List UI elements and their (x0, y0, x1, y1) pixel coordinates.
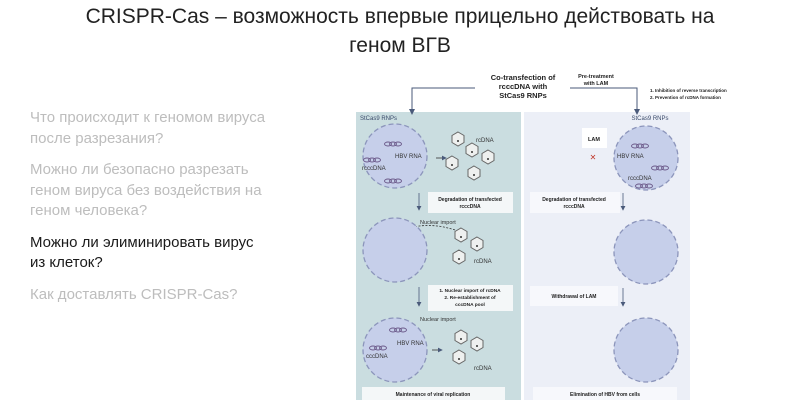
step2-text: 2. Re-establishment of (444, 295, 496, 301)
question-2-line: геном человека? (30, 202, 148, 219)
right-outcome-box (533, 387, 677, 400)
nucleus-right-1 (613, 125, 679, 191)
question-4-line: Как доставлять CRISPR-Cas? (30, 285, 238, 303)
right-step1-box (530, 192, 620, 213)
step1-text: Degradation of transfected (438, 197, 502, 203)
hbv-rna-label: HBV RNA (397, 341, 424, 347)
rcdna-label: rcDNA (474, 366, 492, 372)
arrow-to-left (409, 87, 475, 115)
left-outcome-text: Maintenance of viral replication (396, 392, 471, 398)
label-line: Pre-treatment (578, 74, 614, 80)
rcccdna-label: rcccDNA (362, 166, 386, 172)
step1-box (428, 192, 513, 213)
question-2: Можно ли безопасно разрезать геном вирус… (30, 160, 330, 222)
lam-box (582, 128, 607, 148)
right-step2-text: Withdrawal of LAM (552, 294, 597, 300)
left-outcome-box (362, 387, 505, 400)
pretreatment-label: Pre-treatment with LAM (578, 74, 614, 87)
right-step1-text: Degradation of transfected (542, 197, 606, 203)
question-1-line: Что происходит к геномом вируса (30, 109, 266, 126)
nuclear-import-label: Nuclear import (420, 220, 456, 226)
nucleus-2 (362, 217, 428, 283)
question-1: Что происходит к геномом вируса после ра… (30, 108, 330, 149)
nucleus-right-3 (613, 317, 679, 383)
rcdna-label: rcDNA (474, 259, 492, 265)
label-line: Co-transfection of (491, 73, 556, 82)
question-3-line: из клеток? (30, 254, 103, 271)
step1-text: rcccDNA (459, 204, 481, 210)
question-1-line: после разрезания? (30, 129, 164, 147)
inhibition-cross-icon: ✕ (590, 153, 597, 162)
slide-title: CRISPR-Cas – возможность впервые прицель… (0, 2, 800, 60)
nucleus-right-2 (613, 219, 679, 285)
step2-text: 1. Nuclear import of rcDNA (439, 288, 501, 294)
nucleus-1 (362, 123, 428, 189)
title-line-1: CRISPR-Cas – возможность впервые прицель… (85, 5, 715, 28)
question-2-line: Можно ли безопасно разрезать (30, 161, 249, 178)
nucleus-3 (362, 317, 428, 383)
nuclear-import-label: Nuclear import (420, 317, 456, 323)
rcccdna-label: rcccDNA (628, 176, 652, 182)
question-3-line: Можно ли элиминировать вирус (30, 233, 254, 251)
stcas9-label: StCas9 RNPs (631, 116, 668, 122)
question-3-active: Можно ли элиминировать вирус из клеток? (30, 233, 330, 274)
label-line: rcccDNA with (499, 82, 548, 91)
arrow-to-right (570, 87, 640, 115)
right-nucleus-1-group: HBV RNA rcccDNA (613, 125, 679, 191)
hbv-rna-label: HBV RNA (617, 154, 644, 160)
right-outcome-text: Elimination of HBV from cells (570, 392, 640, 398)
right-step2-box (530, 286, 618, 306)
label-line: 1. Inhibition of reverse transcription (650, 88, 727, 93)
left-nucleus-1-group: HBV RNA rcccDNA (362, 123, 428, 189)
cccdna-label: cccDNA (366, 354, 388, 360)
question-list: Что происходит к геномом вируса после ра… (30, 108, 330, 316)
stcas9-label: StCas9 RNPs (360, 116, 397, 122)
title-line-2: геном ВГВ (349, 34, 451, 57)
rcdna-label: rcDNA (476, 138, 494, 144)
lam-label: LAM (588, 137, 600, 143)
cotransfection-label: Co-transfection of rcccDNA with StCas9 R… (491, 73, 556, 100)
question-4: Как доставлять CRISPR-Cas? (30, 285, 330, 306)
question-2-line: геном вируса без воздействия на (30, 181, 262, 199)
step2-box (428, 285, 513, 311)
lam-effects-label: 1. Inhibition of reverse transcription 2… (650, 88, 727, 100)
label-line: 2. Prevention of rcDNA formation (650, 95, 721, 100)
step2-text: cccDNA pool (455, 302, 485, 308)
right-step1-text: rcccDNA (563, 204, 585, 210)
label-line: StCas9 RNPs (499, 91, 547, 100)
hbv-rna-label: HBV RNA (395, 154, 422, 160)
label-line: with LAM (583, 81, 609, 87)
